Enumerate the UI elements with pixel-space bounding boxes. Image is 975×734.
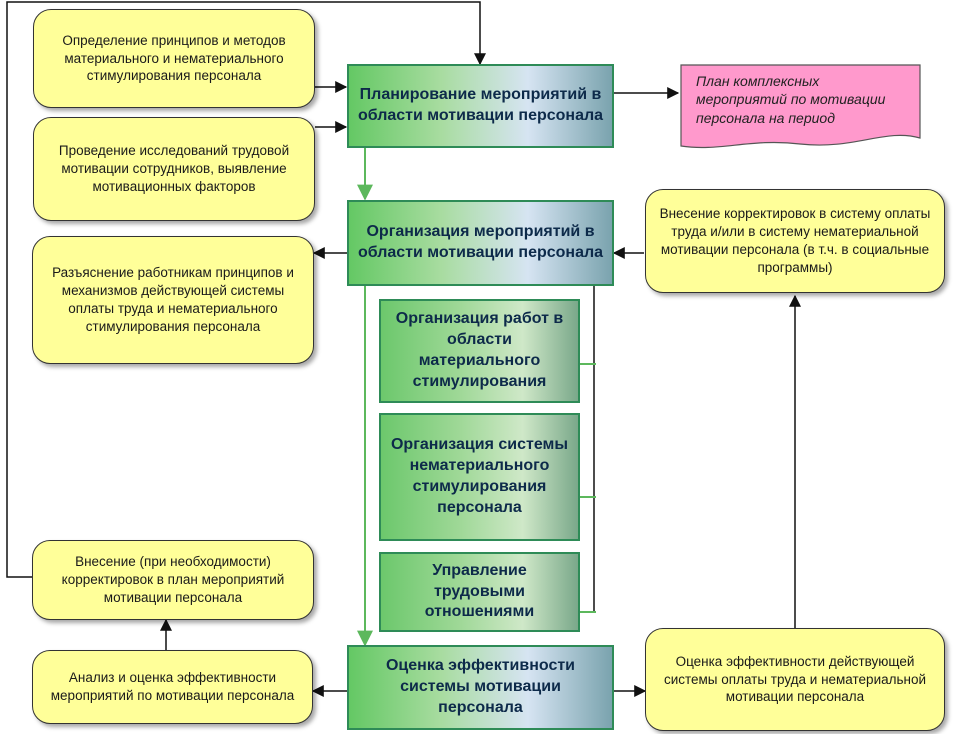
output-plan-document-text: План комплексных мероприятий по мотиваци…: [696, 73, 886, 126]
box-system-corrections-text: Внесение корректировок в систему оплаты …: [659, 206, 931, 275]
box-research-text: Проведение исследований трудовой мотивац…: [58, 143, 290, 194]
subprocess-labor: Управление трудовыми отношениями: [379, 552, 580, 632]
box-system-evaluation: Оценка эффективности действующей системы…: [645, 628, 945, 731]
box-analysis: Анализ и оценка эффективности мероприяти…: [32, 650, 313, 724]
box-explanation-text: Разъяснение работникам принципов и механ…: [52, 265, 294, 334]
subprocess-nonmaterial: Организация системы нематериального стим…: [379, 413, 580, 541]
box-principles-text: Определение принципов и методов материал…: [62, 32, 286, 84]
box-system-corrections: Внесение корректировок в систему оплаты …: [645, 189, 945, 293]
box-plan-corrections: Внесение (при необходимости) корректиров…: [32, 540, 314, 620]
document-shape: [680, 64, 921, 149]
box-principles: Определение принципов и методов материал…: [33, 9, 315, 108]
feedback-loop-line: [6, 1, 486, 578]
box-research: Проведение исследований трудовой мотивац…: [33, 117, 315, 221]
subprocess-material-text: Организация работ в области материальног…: [395, 310, 564, 390]
subprocess-nonmaterial-text: Организация системы нематериального стим…: [390, 436, 569, 516]
box-analysis-text: Анализ и оценка эффективности мероприяти…: [50, 670, 295, 703]
green-connectors: [357, 148, 596, 647]
subprocess-material: Организация работ в области материальног…: [379, 299, 580, 403]
process-planning-text: Планирование мероприятий в области мотив…: [357, 86, 604, 124]
output-plan-document: План комплексных мероприятий по мотиваци…: [680, 64, 921, 150]
process-evaluation: Оценка эффективности системы мотивации п…: [347, 645, 614, 730]
process-planning: Планирование мероприятий в области мотив…: [347, 64, 614, 148]
box-system-evaluation-text: Оценка эффективности действующей системы…: [663, 653, 927, 705]
process-evaluation-text: Оценка эффективности системы мотивации п…: [385, 657, 576, 716]
process-organization-text: Организация мероприятий в области мотива…: [357, 223, 604, 261]
box-explanation: Разъяснение работникам принципов и механ…: [32, 236, 314, 364]
black-connectors: [6, 1, 801, 697]
box-plan-corrections-text: Внесение (при необходимости) корректиров…: [61, 554, 285, 605]
subprocess-labor-text: Управление трудовыми отношениями: [424, 561, 535, 621]
process-organization: Организация мероприятий в области мотива…: [347, 200, 614, 286]
